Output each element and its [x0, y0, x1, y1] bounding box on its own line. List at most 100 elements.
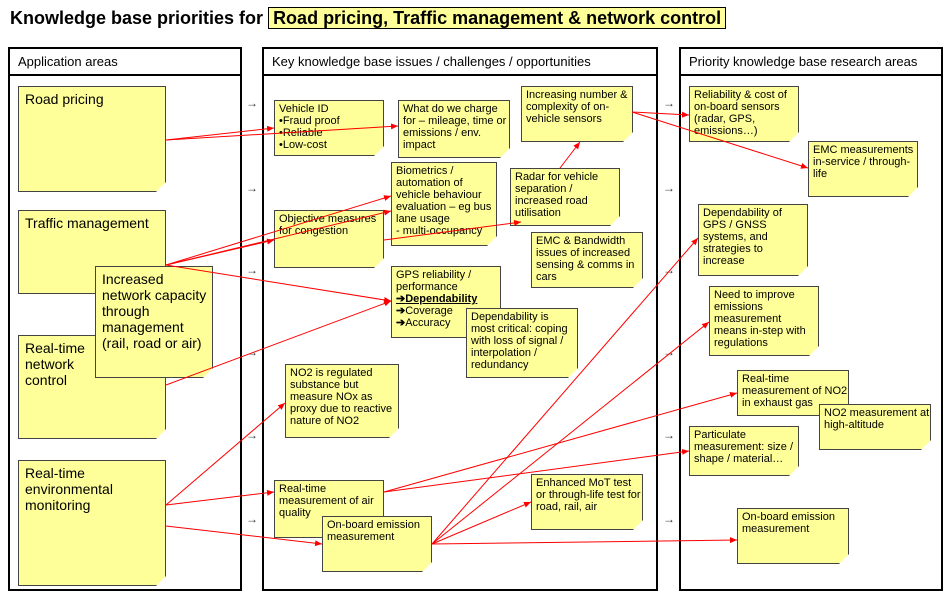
connector-arrow [431, 237, 699, 545]
note-line: network capacity [102, 287, 207, 303]
note-line: complexity of on- [526, 101, 610, 113]
flow-arrow: → [246, 263, 258, 277]
connector-arrow [383, 219, 522, 241]
connector-arrow [431, 537, 738, 545]
vehicle-id-heading: Vehicle ID [279, 103, 329, 115]
title-prefix: Knowledge base priorities for [10, 8, 264, 28]
note-line: Traffic management [25, 215, 149, 231]
note-line: emissions…) [694, 125, 758, 137]
connector-arrow [631, 111, 690, 118]
diagram-title: Knowledge base priorities for Road prici… [10, 7, 727, 29]
column-research-areas: Priority knowledge base research areas [679, 47, 943, 591]
note-line: for – mileage, time or [403, 115, 507, 127]
gps-dependability-item: Dependability [396, 293, 496, 305]
connector-arrow [165, 125, 275, 141]
note-line: What do we charge [403, 103, 498, 115]
note-line: measurement: size / [694, 441, 794, 453]
note-line: control [25, 372, 68, 388]
note-line: in-service / through- [813, 156, 911, 168]
note-line: Need to improve [714, 289, 795, 301]
note-line: interpolation / [471, 347, 538, 359]
note-line: - multi-occupancy [396, 225, 483, 237]
note-line: Radar for vehicle [515, 171, 599, 183]
note-line: EMC measurements [813, 144, 914, 156]
note-line: Particulate [694, 429, 746, 441]
note-line: life [813, 168, 828, 180]
note-line: lane usage [396, 213, 450, 225]
note-line: On-board emission [742, 511, 835, 523]
connector-arrow [431, 321, 710, 545]
vehicle-id-bullet: Low-cost [279, 139, 379, 151]
flow-arrow: → [246, 181, 258, 195]
note-line: impact [403, 139, 436, 151]
note-line: issues of increased [536, 247, 631, 259]
note-line: measurement [714, 313, 782, 325]
note-line: shape / material… [694, 453, 784, 465]
connector-arrow [165, 489, 275, 506]
note-line: regulations [714, 337, 768, 349]
note-line: cars [536, 271, 557, 283]
note-line: systems, and [703, 231, 768, 243]
note-line: EMC & Bandwidth [536, 235, 626, 247]
note-line: measurement [327, 531, 395, 543]
note-vehicle-sensors: Increasing number &complexity of on-vehi… [521, 86, 633, 142]
note-line: Dependability of [703, 207, 782, 219]
connector-arrow [165, 209, 392, 266]
note-line: increased road [515, 195, 588, 207]
note-line: Real-time [279, 483, 327, 495]
note-line: automation of [396, 177, 463, 189]
gps-accuracy-item: Accuracy [396, 317, 496, 329]
note-line: monitoring [25, 497, 91, 513]
note-line: environmental [25, 481, 113, 497]
column-application-areas: Application areas [8, 47, 242, 591]
note-line: emissions [714, 301, 763, 313]
note-line: network [25, 356, 75, 372]
note-line: Biometrics / [396, 165, 454, 177]
column-header-issues: Key knowledge base issues / challenges /… [264, 49, 656, 76]
note-line: (radar, GPS, [694, 113, 756, 125]
note-line: on-board sensors [694, 101, 780, 113]
note-line: Dependability is [471, 311, 549, 323]
flow-arrow: → [663, 181, 675, 195]
column-header-application: Application areas [10, 49, 240, 76]
note-line: evaluation – eg bus [396, 201, 492, 213]
note-line: GPS / GNSS [703, 219, 767, 231]
title-highlight: Road pricing, Traffic management & netwo… [268, 7, 727, 29]
connector-arrow [559, 141, 581, 169]
note-line: increase [703, 255, 745, 267]
note-line: Increasing number & [526, 89, 628, 101]
note-line: strategies to [703, 243, 763, 255]
note-line: Real-time [25, 340, 85, 356]
connector-arrow [383, 392, 738, 493]
note-line: vehicle behaviour [396, 189, 482, 201]
note-line: Reliability & cost of [694, 89, 787, 101]
note-line: (rail, road or air) [102, 335, 202, 351]
note-line: separation / [515, 183, 573, 195]
note-line: utilisation [515, 207, 561, 219]
note-line: Enhanced MoT test [536, 477, 632, 489]
note-line: management [102, 319, 184, 335]
note-line: proxy due to reactive [290, 403, 393, 415]
note-line: measure NOx as [290, 391, 373, 403]
note-line: Objective measures [279, 213, 377, 225]
note-line: measurement of NO2 [742, 385, 848, 397]
connector-arrow [165, 525, 323, 547]
note-line: vehicle sensors [526, 113, 602, 125]
note-line: Increased [102, 271, 164, 287]
connector-arrow [165, 195, 392, 266]
connector-arrow [165, 264, 392, 303]
gps-reliability-line: performance [396, 281, 458, 293]
flow-arrow: → [663, 263, 675, 277]
connector-arrow [165, 402, 286, 506]
note-line: through [102, 303, 150, 319]
